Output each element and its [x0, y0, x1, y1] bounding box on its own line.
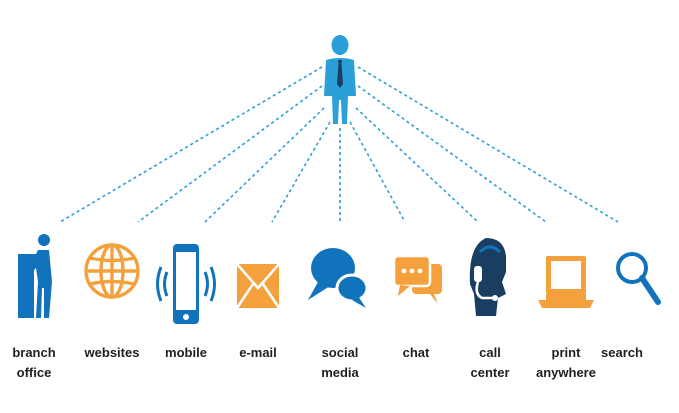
- atm-person-icon[interactable]: [18, 234, 52, 318]
- label-call-center: call center: [470, 345, 510, 380]
- connector-call-center: [355, 107, 479, 223]
- label-search: search: [601, 345, 643, 360]
- label-websites: websites: [84, 345, 140, 360]
- smartphone-icon[interactable]: [156, 244, 216, 324]
- person-icon: [324, 35, 356, 124]
- laptop-icon[interactable]: [538, 256, 594, 308]
- connector-search: [357, 66, 619, 223]
- connector-websites: [137, 85, 323, 223]
- connector-e-mail: [271, 121, 331, 223]
- headset-agent-icon[interactable]: [469, 238, 506, 316]
- label-print-anywhere: print anywhere: [536, 345, 596, 380]
- chat-bubbles-icon[interactable]: [392, 254, 442, 304]
- envelope-icon[interactable]: [235, 263, 281, 309]
- globe-icon[interactable]: [84, 243, 140, 299]
- label-branch-office: branch office: [12, 345, 56, 380]
- label-e-mail: e-mail: [239, 345, 277, 360]
- connector-print-anywhere: [357, 85, 547, 223]
- label-mobile: mobile: [165, 345, 207, 360]
- label-chat: chat: [402, 345, 430, 360]
- speech-bubbles-icon[interactable]: [308, 248, 369, 308]
- label-social-media: social media: [321, 345, 359, 380]
- connector-lines: [59, 66, 619, 223]
- magnifier-icon[interactable]: [616, 252, 661, 305]
- connector-chat: [349, 121, 406, 223]
- connector-branch-office: [59, 66, 323, 223]
